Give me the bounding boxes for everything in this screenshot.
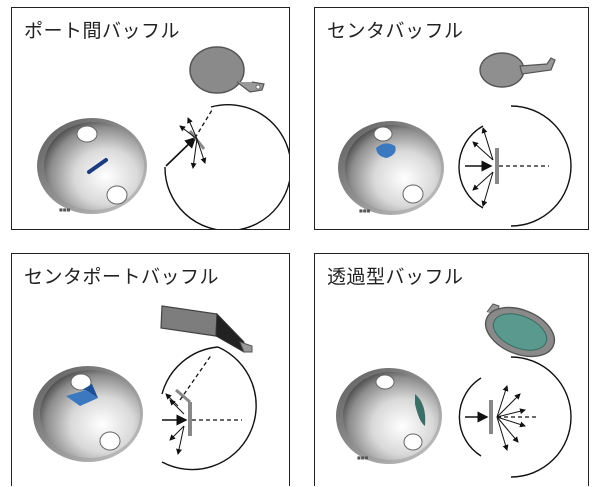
panel-port-baffle: ポート間バッフル ■■■ xyxy=(11,7,290,230)
baffle-part-image xyxy=(479,52,556,88)
panel-title: センタバッフル xyxy=(327,20,464,42)
panel-title: センタポートバッフル xyxy=(24,266,220,288)
sphere-image: ■■■ xyxy=(37,118,147,214)
svg-text:■■■: ■■■ xyxy=(59,207,71,212)
panel-art: ■■■ xyxy=(336,303,572,478)
flow-diagram xyxy=(161,346,257,471)
flow-diagram xyxy=(164,104,289,229)
baffle-part-image xyxy=(189,46,265,94)
panel-art: ■■■ xyxy=(338,52,572,227)
panel-center-port-baffle: センタポートバッフル xyxy=(11,253,290,486)
baffle-part-image xyxy=(160,305,253,353)
panel-transmissive-baffle: 透過型バッフル ■■■ xyxy=(314,253,589,486)
flow-diagram xyxy=(458,356,572,478)
panel-title: 透過型バッフル xyxy=(327,266,464,288)
flow-diagram xyxy=(458,105,572,227)
sphere-image: ■■■ xyxy=(338,121,444,215)
panel-art: ■■■ xyxy=(37,46,289,229)
sphere-image xyxy=(33,366,143,462)
svg-text:■■■: ■■■ xyxy=(359,208,371,213)
svg-text:■■■: ■■■ xyxy=(357,455,369,460)
panel-art xyxy=(33,305,257,471)
panel-title: ポート間バッフル xyxy=(24,20,181,42)
sphere-image: ■■■ xyxy=(336,368,442,464)
baffle-part-image xyxy=(484,303,556,358)
panel-center-baffle: センタバッフル ■■■ xyxy=(314,7,589,230)
